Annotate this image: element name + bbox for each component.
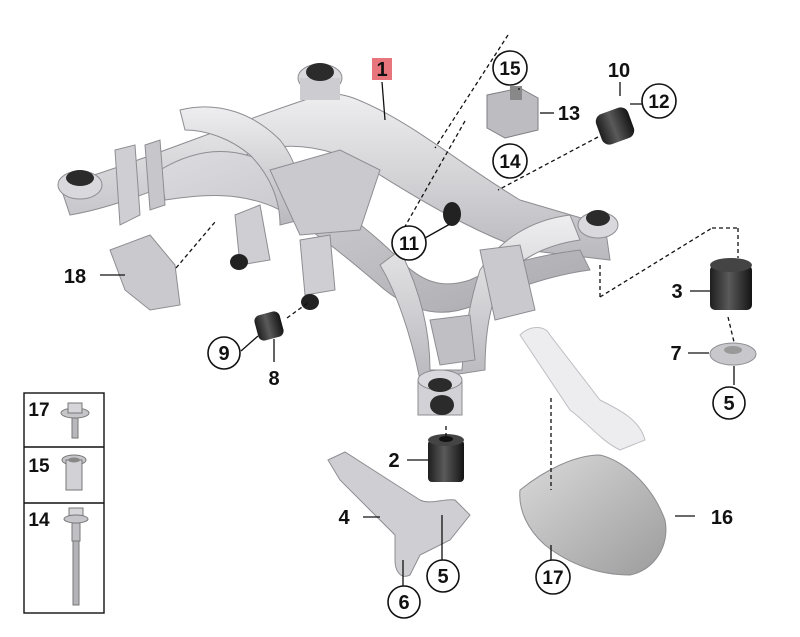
svg-text:13: 13: [558, 103, 580, 125]
bracket-part-18: [109, 234, 181, 311]
long-bolt-icon: [63, 507, 89, 606]
callout-11-circled: 11: [391, 225, 427, 261]
fastener-legend: 17 15 14: [23, 392, 105, 614]
callouts: 2 3 4 5 5 6 7 8 9 10 11 12 13: [64, 50, 746, 619]
svg-text:14: 14: [499, 152, 521, 173]
svg-text:17: 17: [28, 400, 49, 421]
callout-8: 8: [268, 368, 279, 390]
washer-part-7: [709, 342, 757, 366]
svg-text:4: 4: [338, 507, 350, 529]
callout-15-circled: 15: [492, 50, 528, 86]
callout-9-circled: 9: [207, 336, 241, 370]
svg-text:12: 12: [648, 92, 669, 113]
bushing-part-8: [254, 311, 284, 341]
heat-shield-part-16: [519, 454, 667, 576]
callout-5-circled-a: 5: [426, 559, 460, 593]
callout-6-circled: 6: [387, 585, 421, 619]
svg-text:9: 9: [218, 343, 229, 365]
svg-text:3: 3: [671, 281, 682, 303]
callout-14-circled: 14: [492, 143, 528, 179]
callout-17-circled: 17: [535, 559, 571, 595]
callout-4: 4: [338, 507, 350, 529]
callout-3: 3: [671, 281, 682, 303]
svg-text:17: 17: [542, 568, 563, 589]
legend-item-14: 14: [28, 507, 89, 606]
sleeve-nut-icon: [61, 454, 87, 491]
callout-7: 7: [670, 343, 681, 365]
part-1-highlight: 1: [372, 58, 392, 81]
callout-10: 10: [608, 60, 630, 82]
svg-text:10: 10: [608, 60, 630, 82]
svg-text:15: 15: [28, 456, 50, 477]
rear-subframe: [57, 63, 619, 416]
flange-bolt-icon: [60, 402, 90, 439]
svg-text:14: 14: [28, 510, 50, 531]
callout-5-circled-b: 5: [712, 386, 746, 420]
block-part-13: [486, 86, 539, 139]
callout-18: 18: [64, 266, 86, 288]
leader-lines: [100, 34, 739, 586]
callout-13: 13: [558, 103, 580, 125]
svg-text:15: 15: [499, 59, 521, 80]
svg-text:2: 2: [388, 450, 399, 472]
svg-text:18: 18: [64, 266, 86, 288]
svg-text:5: 5: [723, 393, 734, 415]
control-arm: [519, 327, 646, 451]
svg-text:8: 8: [268, 368, 279, 390]
bushing-part-2: [428, 434, 464, 482]
svg-text:16: 16: [711, 507, 733, 529]
svg-text:5: 5: [437, 566, 448, 588]
svg-text:11: 11: [399, 234, 420, 255]
callout-12-circled: 12: [641, 83, 677, 119]
bushing-part-3: [710, 258, 752, 310]
legend-item-17: 17: [28, 400, 90, 439]
svg-text:7: 7: [670, 343, 681, 365]
svg-text:6: 6: [398, 592, 409, 614]
callout-16: 16: [711, 507, 733, 529]
part-1-label: 1: [376, 59, 387, 81]
legend-item-15: 15: [28, 454, 87, 491]
bushing-part-10: [595, 107, 635, 145]
callout-2: 2: [388, 450, 399, 472]
bracket-plate-part-4: [327, 451, 471, 577]
